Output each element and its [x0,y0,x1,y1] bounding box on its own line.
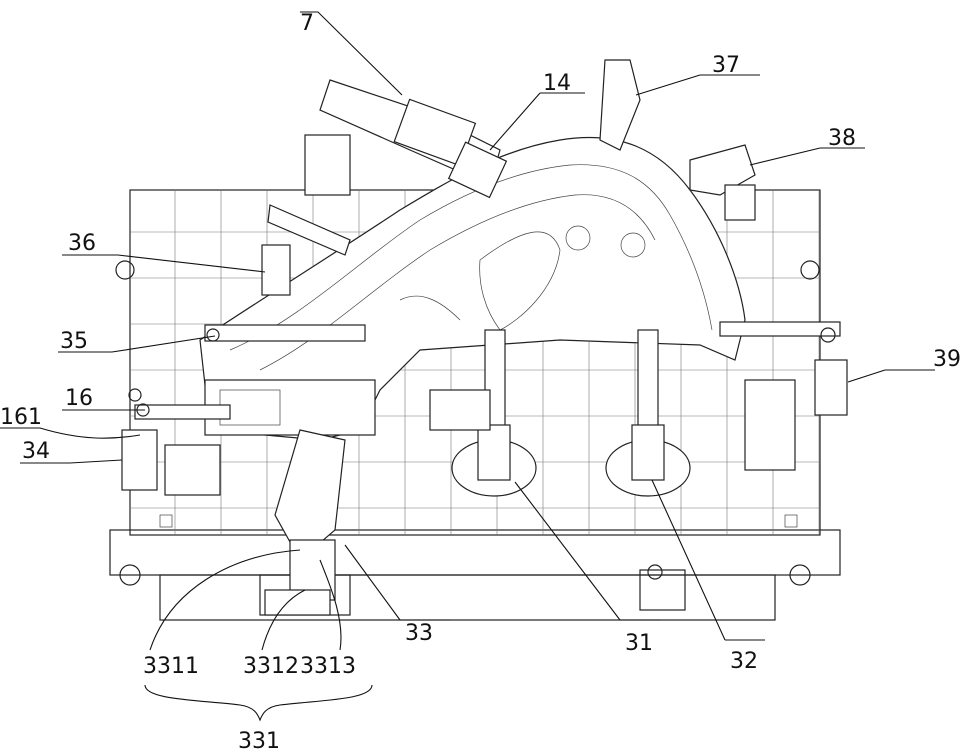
label-32: 32 [730,649,758,674]
label-3312: 3312 [243,654,299,679]
label-37: 37 [712,53,740,78]
label-35: 35 [60,329,88,354]
base-frame [110,530,840,620]
label-3313: 3313 [300,654,356,679]
label-36: 36 [68,231,96,256]
label-34: 34 [22,439,50,464]
label-31: 31 [625,631,653,656]
label-33: 33 [405,621,433,646]
label-161: 161 [0,405,42,430]
label-3311: 3311 [143,654,199,679]
label-39: 39 [933,347,961,372]
label-38: 38 [828,126,856,151]
label-7: 7 [300,11,314,36]
label-16: 16 [65,386,93,411]
leader-lines [0,12,935,720]
label-14: 14 [543,71,571,96]
label-331: 331 [238,729,280,754]
